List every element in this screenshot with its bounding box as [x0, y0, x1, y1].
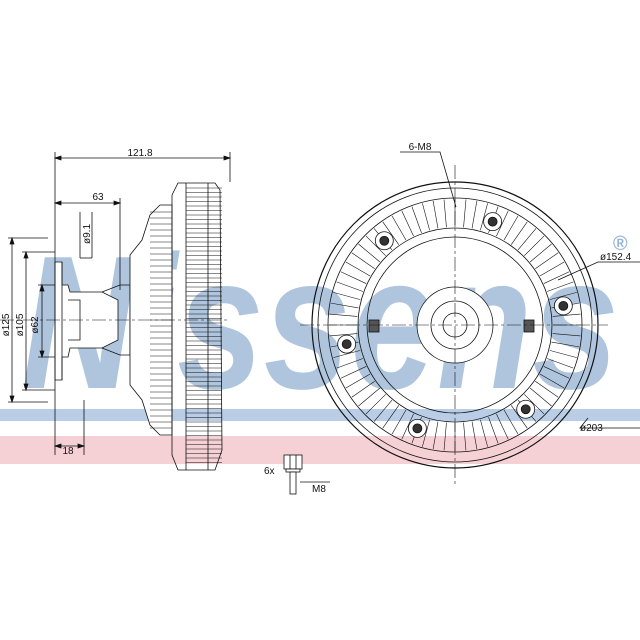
dim-length-63: 63 — [92, 192, 104, 203]
dim-bolt-circle: ø152.4 — [600, 252, 632, 263]
front-view — [300, 151, 640, 485]
dim-outer-diameter: ø203 — [580, 423, 603, 434]
dim-threads-6-m8: 6-M8 — [409, 142, 432, 153]
side-view-fins — [150, 211, 172, 429]
dim-hub-18: 18 — [62, 446, 74, 457]
bolt-detail — [283, 454, 330, 495]
dim-dia-105: ø105 — [15, 313, 26, 336]
watermark-brand: Nissens — [21, 216, 619, 428]
watermark-band-pink — [0, 436, 640, 464]
side-view-cooling-fins — [186, 187, 222, 463]
watermark: Nissens ® — [0, 216, 640, 464]
side-view — [0, 152, 232, 471]
bolt-quantity: 6x — [264, 466, 275, 477]
front-view-bolt-holes — [337, 212, 573, 438]
dim-dia-62: ø62 — [30, 316, 41, 334]
dim-dia-125: ø125 — [1, 313, 12, 336]
watermark-registered-mark: ® — [613, 233, 628, 255]
dim-bore-9-1: ø9.1 — [82, 224, 93, 244]
dim-overall-length: 121.8 — [127, 148, 152, 159]
bolt-thread-size: M8 — [312, 484, 326, 495]
